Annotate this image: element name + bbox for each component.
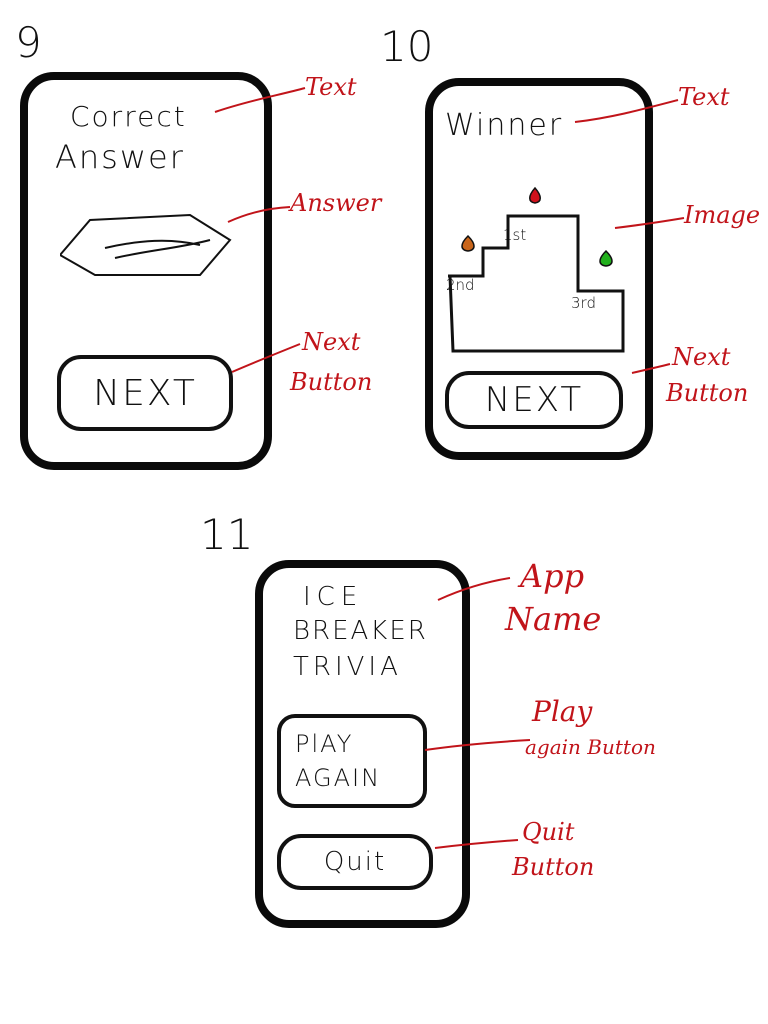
annotation-quit-1: Quit <box>522 818 575 846</box>
screen-number-10: 10 <box>380 22 434 71</box>
annotation-image: Image <box>684 201 761 229</box>
annotation-answer: Answer <box>290 189 382 217</box>
annotation-app-2: Name <box>505 600 602 638</box>
app-name-line-1: ICE <box>303 582 364 612</box>
play-again-label-2: AGAIN <box>295 764 382 792</box>
annotation-play-2: again Button <box>525 735 656 759</box>
next-button[interactable]: NEXT <box>57 355 233 431</box>
annotation-play-1: Play <box>532 695 593 728</box>
silver-medal-icon <box>461 234 475 252</box>
title-winner: Winner <box>445 108 564 143</box>
play-again-label-1: PlAY <box>295 730 354 758</box>
podium-image <box>448 186 625 353</box>
next-button[interactable]: NEXT <box>445 371 623 429</box>
app-name-line-3: TRIVIA <box>293 652 402 682</box>
phone-frame-winner: Winner 1st 2nd 3rd NEXT <box>425 78 653 460</box>
annotation-next-1: Next <box>672 343 731 371</box>
annotation-text: Text <box>678 83 730 111</box>
phone-frame-correct-answer: Correct Answer NEXT <box>20 72 272 470</box>
title-correct: Correct <box>70 100 187 133</box>
app-name-line-2: BREAKER <box>293 616 428 646</box>
gold-medal-icon <box>529 186 541 204</box>
podium-third: 3rd <box>571 294 596 312</box>
annotation-app-1: App <box>520 557 585 595</box>
annotation-next-2: Button <box>666 379 749 407</box>
annotation-quit-2: Button <box>512 853 595 881</box>
podium-first: 1st <box>503 226 527 244</box>
phone-frame-game-over: ICE BREAKER TRIVIA PlAY AGAIN Quit <box>255 560 470 928</box>
answer-shape <box>60 213 232 276</box>
quit-button[interactable]: Quit <box>277 834 433 890</box>
screen-number-11: 11 <box>200 510 254 559</box>
annotation-next-1: Next <box>302 328 361 356</box>
annotation-text: Text <box>305 73 357 101</box>
play-again-button[interactable]: PlAY AGAIN <box>277 714 427 808</box>
screen-number-9: 9 <box>15 18 42 67</box>
title-answer: Answer <box>55 138 185 176</box>
bronze-medal-icon <box>599 249 613 267</box>
annotation-next-2: Button <box>290 368 373 396</box>
podium-second: 2nd <box>446 276 475 294</box>
